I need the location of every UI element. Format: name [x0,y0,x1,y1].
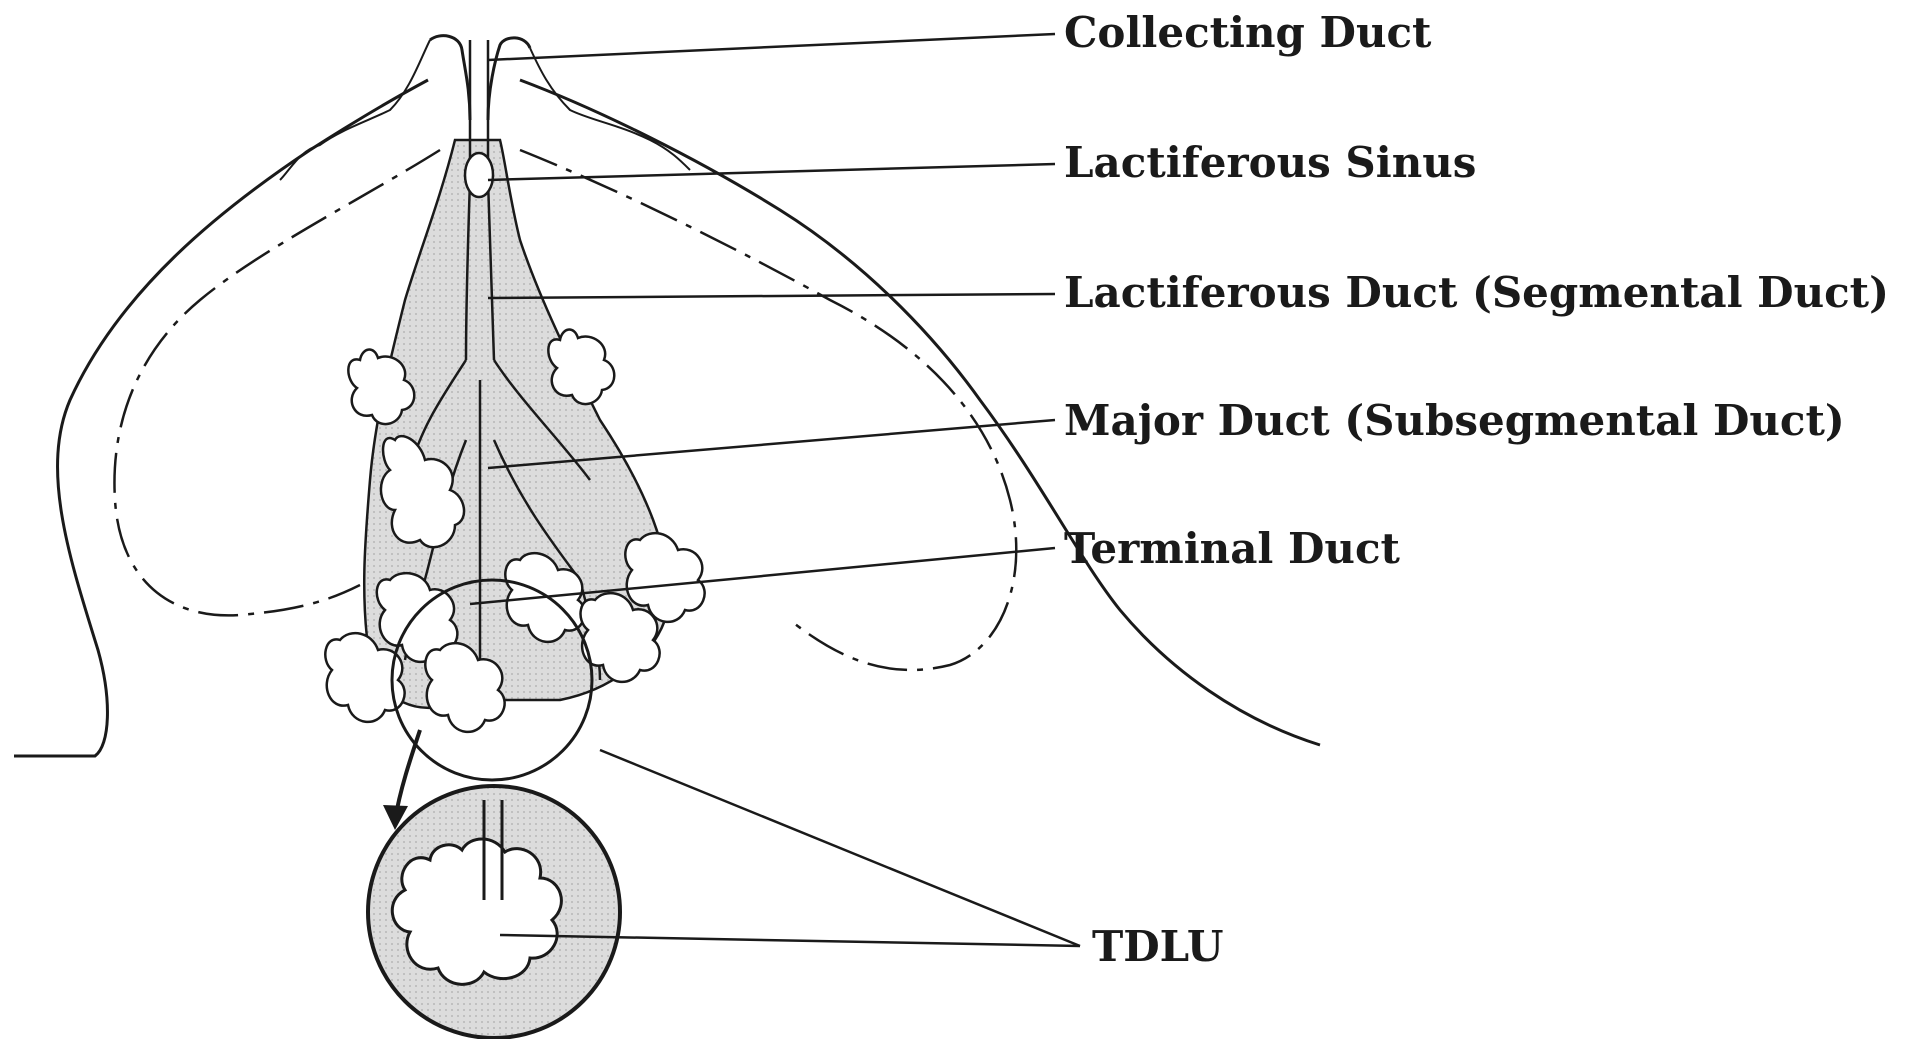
label-tdlu: TDLU [1092,926,1224,968]
nipple-outline [430,36,530,120]
leader-lactiferous-sinus [488,164,1055,180]
label-lactiferous-duct: Lactiferous Duct (Segmental Duct) [1064,272,1889,314]
label-lactiferous-sinus: Lactiferous Sinus [1064,142,1476,184]
label-collecting-duct: Collecting Duct [1064,12,1431,54]
lactiferous-sinus-bulge [465,153,493,197]
label-major-duct: Major Duct (Subsegmental Duct) [1064,400,1845,442]
leader-collecting-duct [488,34,1055,60]
areola-texture-right [530,48,690,170]
leader-lactiferous-duct [488,294,1055,298]
areola-texture-left [280,40,430,180]
label-terminal-duct: Terminal Duct [1064,528,1400,570]
leader-tdlu-upper [600,750,1080,946]
